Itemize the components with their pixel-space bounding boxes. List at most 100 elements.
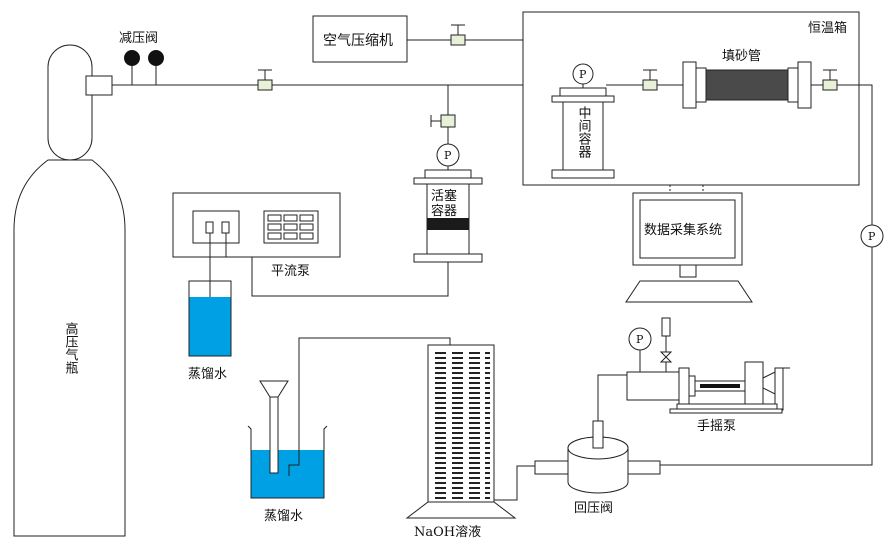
naoh-dash <box>435 377 446 379</box>
naoh-dash <box>469 412 480 414</box>
naoh-dash <box>435 442 446 444</box>
naoh-dash <box>435 492 446 494</box>
reducer-gauge-1 <box>124 50 140 66</box>
naoh-dash <box>469 372 480 374</box>
naoh-dash <box>485 482 490 484</box>
naoh-dash <box>485 372 490 374</box>
naoh-dash <box>485 402 490 404</box>
naoh-dash <box>435 397 446 399</box>
naoh-dash <box>469 467 480 469</box>
naoh-dash <box>452 427 463 429</box>
naoh-dash <box>435 452 446 454</box>
reducer-label: 减压阀 <box>119 31 158 46</box>
middle-container-label: 中间容器 <box>576 106 592 159</box>
naoh-dash <box>485 422 490 424</box>
naoh-dash <box>452 457 463 459</box>
naoh-dash <box>485 392 490 394</box>
distilled-water-label-1: 蒸馏水 <box>188 367 227 382</box>
naoh-dash <box>435 462 446 464</box>
naoh-dash <box>452 382 463 384</box>
naoh-dash <box>435 437 446 439</box>
naoh-dash <box>452 462 463 464</box>
gas-line-valve <box>257 69 273 91</box>
middle-container: P 中间容器 <box>551 63 643 179</box>
oven-label: 恒温箱 <box>808 20 847 36</box>
naoh-dash <box>435 477 446 479</box>
naoh-dash <box>452 422 463 424</box>
naoh-dash <box>485 477 490 479</box>
naoh-dash <box>435 457 446 459</box>
naoh-dash <box>452 362 463 364</box>
naoh-dash <box>469 422 480 424</box>
cylinder-label: 高压气瓶 <box>63 321 79 375</box>
naoh-dash <box>469 432 480 434</box>
naoh-dash <box>435 387 446 389</box>
naoh-dash <box>452 437 463 439</box>
naoh-dash <box>485 437 490 439</box>
naoh-dash <box>469 377 480 379</box>
data-system: 数据采集系统 <box>625 185 753 303</box>
naoh-dash <box>469 447 480 449</box>
naoh-dash <box>485 452 490 454</box>
naoh-dash <box>469 352 480 354</box>
naoh-dash <box>469 417 480 419</box>
naoh-dash <box>469 442 480 444</box>
naoh-dash <box>435 392 446 394</box>
piston <box>427 218 469 230</box>
naoh-dash <box>485 497 490 499</box>
outlet-pressure-gauge: P <box>860 224 884 248</box>
naoh-dash <box>485 457 490 459</box>
pressure-gauge-label-2: P <box>868 230 876 243</box>
naoh-dash <box>485 442 490 444</box>
naoh-dash <box>469 462 480 464</box>
naoh-dash <box>469 382 480 384</box>
water-fill-2 <box>251 450 324 498</box>
naoh-dash <box>485 367 490 369</box>
distilled-water-beaker-1: 蒸馏水 <box>188 280 232 382</box>
naoh-dash <box>435 422 446 424</box>
naoh-dash <box>485 362 490 364</box>
naoh-dash <box>435 417 446 419</box>
naoh-dash <box>485 462 490 464</box>
naoh-dash <box>435 357 446 359</box>
piston-container-label-1: 活塞 <box>431 188 457 204</box>
data-system-label: 数据采集系统 <box>644 222 722 238</box>
hand-pump-label: 手摇泵 <box>697 419 736 434</box>
sand-pack: 填砂管 <box>642 49 873 466</box>
naoh-dash <box>435 487 446 489</box>
naoh-dash <box>452 352 463 354</box>
reducer-gauge-2 <box>148 50 164 66</box>
gas-cylinder: 高压气瓶 <box>13 44 126 537</box>
naoh-dash <box>452 432 463 434</box>
naoh-dash <box>452 482 463 484</box>
naoh-dash <box>469 477 480 479</box>
distilled-water-label-2: 蒸馏水 <box>264 509 303 524</box>
naoh-dash <box>452 442 463 444</box>
naoh-dash <box>469 497 480 499</box>
naoh-dash <box>485 487 490 489</box>
naoh-dash <box>485 407 490 409</box>
naoh-dash <box>435 412 446 414</box>
naoh-dash <box>469 472 480 474</box>
naoh-dash <box>452 372 463 374</box>
naoh-dash <box>469 437 480 439</box>
piston-container-label-2: 容器 <box>431 203 457 219</box>
naoh-dash <box>469 407 480 409</box>
naoh-dash <box>452 397 463 399</box>
naoh-dash <box>485 357 490 359</box>
naoh-dash <box>469 487 480 489</box>
constant-pump-label: 平流泵 <box>271 264 310 279</box>
naoh-dash <box>469 427 480 429</box>
naoh-label: NaOH溶液 <box>414 525 481 540</box>
naoh-dash <box>435 427 446 429</box>
naoh-dash <box>485 397 490 399</box>
naoh-dash <box>469 482 480 484</box>
back-pressure-valve: 回压阀 <box>534 374 661 516</box>
naoh-dash <box>435 407 446 409</box>
compressor-label: 空气压缩机 <box>323 33 393 49</box>
back-pressure-label: 回压阀 <box>574 501 613 516</box>
naoh-dash <box>435 482 446 484</box>
naoh-dash <box>435 382 446 384</box>
naoh-dash <box>485 447 490 449</box>
